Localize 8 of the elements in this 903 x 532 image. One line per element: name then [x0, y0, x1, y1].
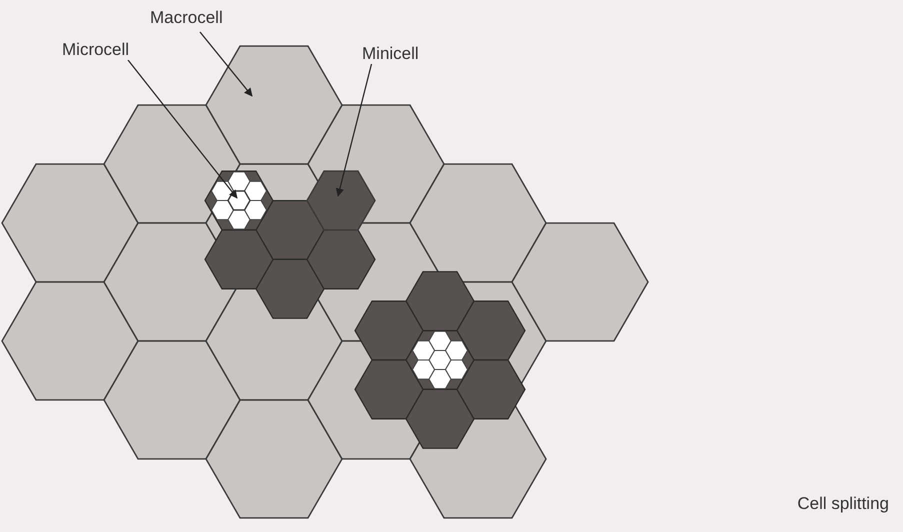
microcell-hexagon — [227, 190, 251, 211]
callout-label: Microcell — [60, 40, 132, 60]
leader-line — [336, 62, 373, 197]
leader-line — [128, 60, 238, 199]
minicell-hexagon — [306, 170, 376, 231]
caption: Cell splitting — [797, 494, 889, 514]
macrocell-hexagon — [205, 45, 343, 165]
leader-line — [200, 32, 253, 97]
